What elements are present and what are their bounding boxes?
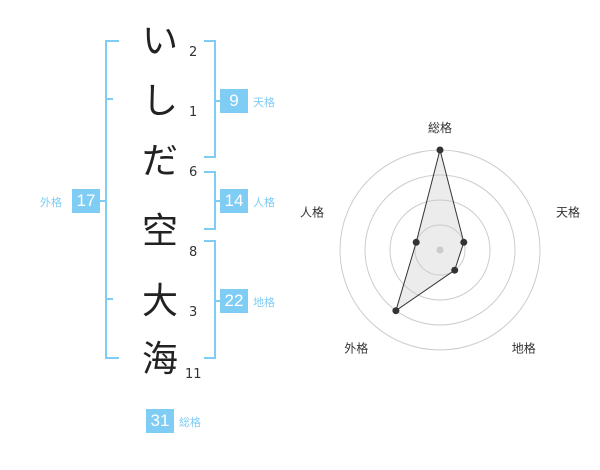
bracket-tick: [105, 298, 113, 300]
name-char-2: し: [141, 81, 178, 122]
name-char-3: だ: [141, 141, 178, 182]
stroke-count-2: 1: [189, 105, 198, 120]
name-char-1: い: [141, 21, 178, 62]
radar-axis-label-4: 外格: [344, 341, 368, 356]
name-char-5: 大: [141, 281, 178, 322]
tenkaku-connector: [215, 100, 221, 102]
gaikaku-value-badge: 17: [72, 189, 100, 213]
stroke-count-5: 3: [189, 305, 198, 320]
name-char-4: 空: [141, 211, 178, 252]
radar-center-dot: [436, 246, 444, 254]
radar-axis-label-3: 地格: [512, 341, 536, 356]
radar-grid-ring: [364, 174, 516, 326]
radar-point-4: [392, 307, 400, 315]
radar-axis-label-2: 天格: [556, 204, 580, 219]
radar-point-1: [436, 146, 444, 154]
soukaku-value-badge: 31: [146, 409, 174, 433]
stroke-count-1: 2: [189, 45, 198, 60]
radar-axis-label-1: 総格: [428, 120, 452, 135]
stroke-count-6: 11: [185, 367, 202, 382]
radar-axis-label-5: 人格: [300, 204, 324, 219]
gaikaku-label: 外格: [40, 196, 62, 209]
gaikaku-connector: [97, 200, 106, 202]
chikaku-bracket: [204, 240, 216, 359]
tenkaku-value-badge: 9: [220, 89, 248, 113]
radar-point-3: [451, 266, 459, 274]
radar-grid-ring: [414, 224, 466, 276]
jinkaku-label: 人格: [253, 196, 275, 209]
tenkaku-label: 天格: [253, 96, 275, 109]
name-char-6: 海: [141, 339, 178, 380]
chikaku-label: 地格: [253, 296, 275, 309]
bracket-tick: [105, 98, 113, 100]
gaikaku-bracket: [105, 40, 119, 359]
radar-point-5: [412, 238, 420, 246]
jinkaku-connector: [215, 200, 221, 202]
tenkaku-bracket: [204, 40, 216, 158]
radar-series-polygon: [395, 149, 465, 312]
chikaku-connector: [215, 300, 221, 302]
chikaku-value-badge: 22: [220, 289, 248, 313]
radar-grid-ring: [389, 199, 491, 301]
jinkaku-value-badge: 14: [220, 189, 248, 213]
radar-point-2: [460, 238, 468, 246]
stroke-count-3: 6: [189, 165, 198, 180]
stroke-count-4: 8: [189, 245, 198, 260]
soukaku-label: 総格: [179, 416, 201, 429]
